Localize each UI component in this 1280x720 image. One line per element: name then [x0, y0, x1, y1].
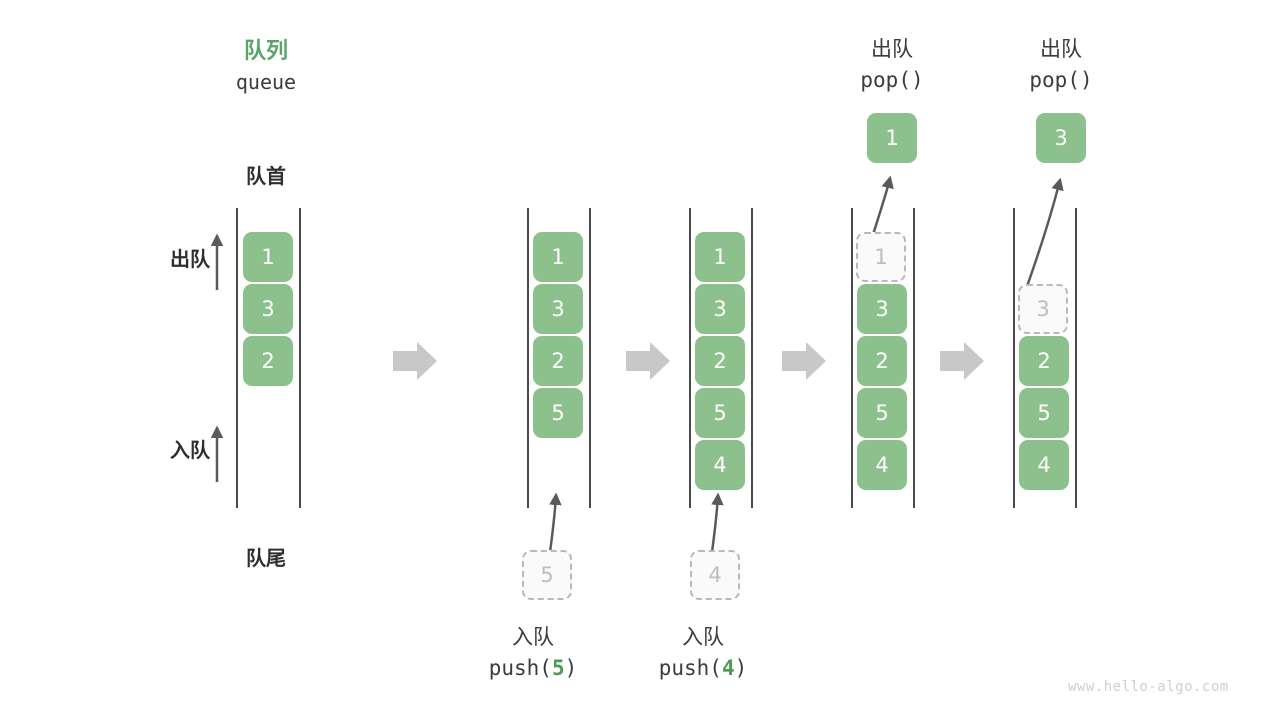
- queue-cell: 2: [1019, 336, 1069, 386]
- pop-arrow-1: [870, 175, 894, 239]
- push-op-arg: 5: [551, 656, 565, 680]
- queue-rear-label: 队尾: [246, 546, 286, 570]
- step-separator-arrow-3: [782, 342, 826, 380]
- push-op-label-cn: 入队: [512, 625, 554, 649]
- queue-cell: 4: [857, 440, 907, 490]
- pop-op-code: pop(): [1029, 68, 1093, 92]
- popped-element: 3: [1036, 113, 1086, 163]
- queue-cell: 2: [533, 336, 583, 386]
- queue-cell: 2: [857, 336, 907, 386]
- queue-title-cn: 队列: [243, 39, 288, 64]
- pop-op-label-cn: 出队: [1040, 37, 1082, 61]
- queue-cell: 2: [695, 336, 745, 386]
- push-op-arg: 4: [721, 656, 735, 680]
- queue-cell: 1: [533, 232, 583, 282]
- queue-cell: 5: [857, 388, 907, 438]
- queue-cell: 5: [1019, 388, 1069, 438]
- pop-op-label-cn: 出队: [871, 37, 913, 61]
- queue-cell: 2: [243, 336, 293, 386]
- queue-cell: 3: [243, 284, 293, 334]
- queue-cell: 5: [695, 388, 745, 438]
- rail-left: [527, 208, 529, 508]
- step-separator-arrow-1: [393, 342, 437, 380]
- rail-right: [751, 208, 753, 508]
- queue-cell: 4: [1019, 440, 1069, 490]
- push-arrow-4: [710, 492, 724, 553]
- push-op-code: push(4): [633, 656, 773, 680]
- queue-cell: 3: [857, 284, 907, 334]
- push-arrow-5: [548, 492, 562, 553]
- incoming-element-ghost: 5: [522, 550, 572, 600]
- rail-right: [299, 208, 301, 508]
- watermark: www.hello-algo.com: [1068, 679, 1229, 695]
- push-op-code: push(5): [463, 656, 603, 680]
- rail-left: [851, 208, 853, 508]
- queue-cell-pushed: 5: [533, 388, 583, 438]
- incoming-element-ghost: 4: [690, 550, 740, 600]
- rail-left: [689, 208, 691, 508]
- pop-op-code: pop(): [860, 68, 924, 92]
- rail-right: [913, 208, 915, 508]
- queue-cell: 3: [695, 284, 745, 334]
- queue-cell: 1: [695, 232, 745, 282]
- enqueue-arrow-label: 入队: [170, 438, 210, 462]
- step-separator-arrow-4: [940, 342, 984, 380]
- pop-arrow-3: [1023, 177, 1064, 293]
- popped-element: 1: [867, 113, 917, 163]
- queue-cell-pushed: 4: [695, 440, 745, 490]
- queue-front-label: 队首: [246, 164, 286, 188]
- queue-cell-popped-ghost: 1: [856, 232, 906, 282]
- rail-left: [1013, 208, 1015, 508]
- push-op-close: ): [564, 656, 578, 680]
- push-op-label-cn: 入队: [682, 625, 724, 649]
- queue-cell-popped-ghost: 3: [1018, 284, 1068, 334]
- push-op-close: ): [734, 656, 748, 680]
- dequeue-arrow-label: 出队: [170, 247, 210, 271]
- queue-cell: 3: [533, 284, 583, 334]
- push-op-name: push(: [488, 656, 552, 680]
- step-separator-arrow-2: [626, 342, 670, 380]
- rail-right: [589, 208, 591, 508]
- rail-right: [1075, 208, 1077, 508]
- rail-left: [236, 208, 238, 508]
- push-op-name: push(: [658, 656, 722, 680]
- queue-cell: 1: [243, 232, 293, 282]
- queue-title-en: queue: [235, 70, 297, 94]
